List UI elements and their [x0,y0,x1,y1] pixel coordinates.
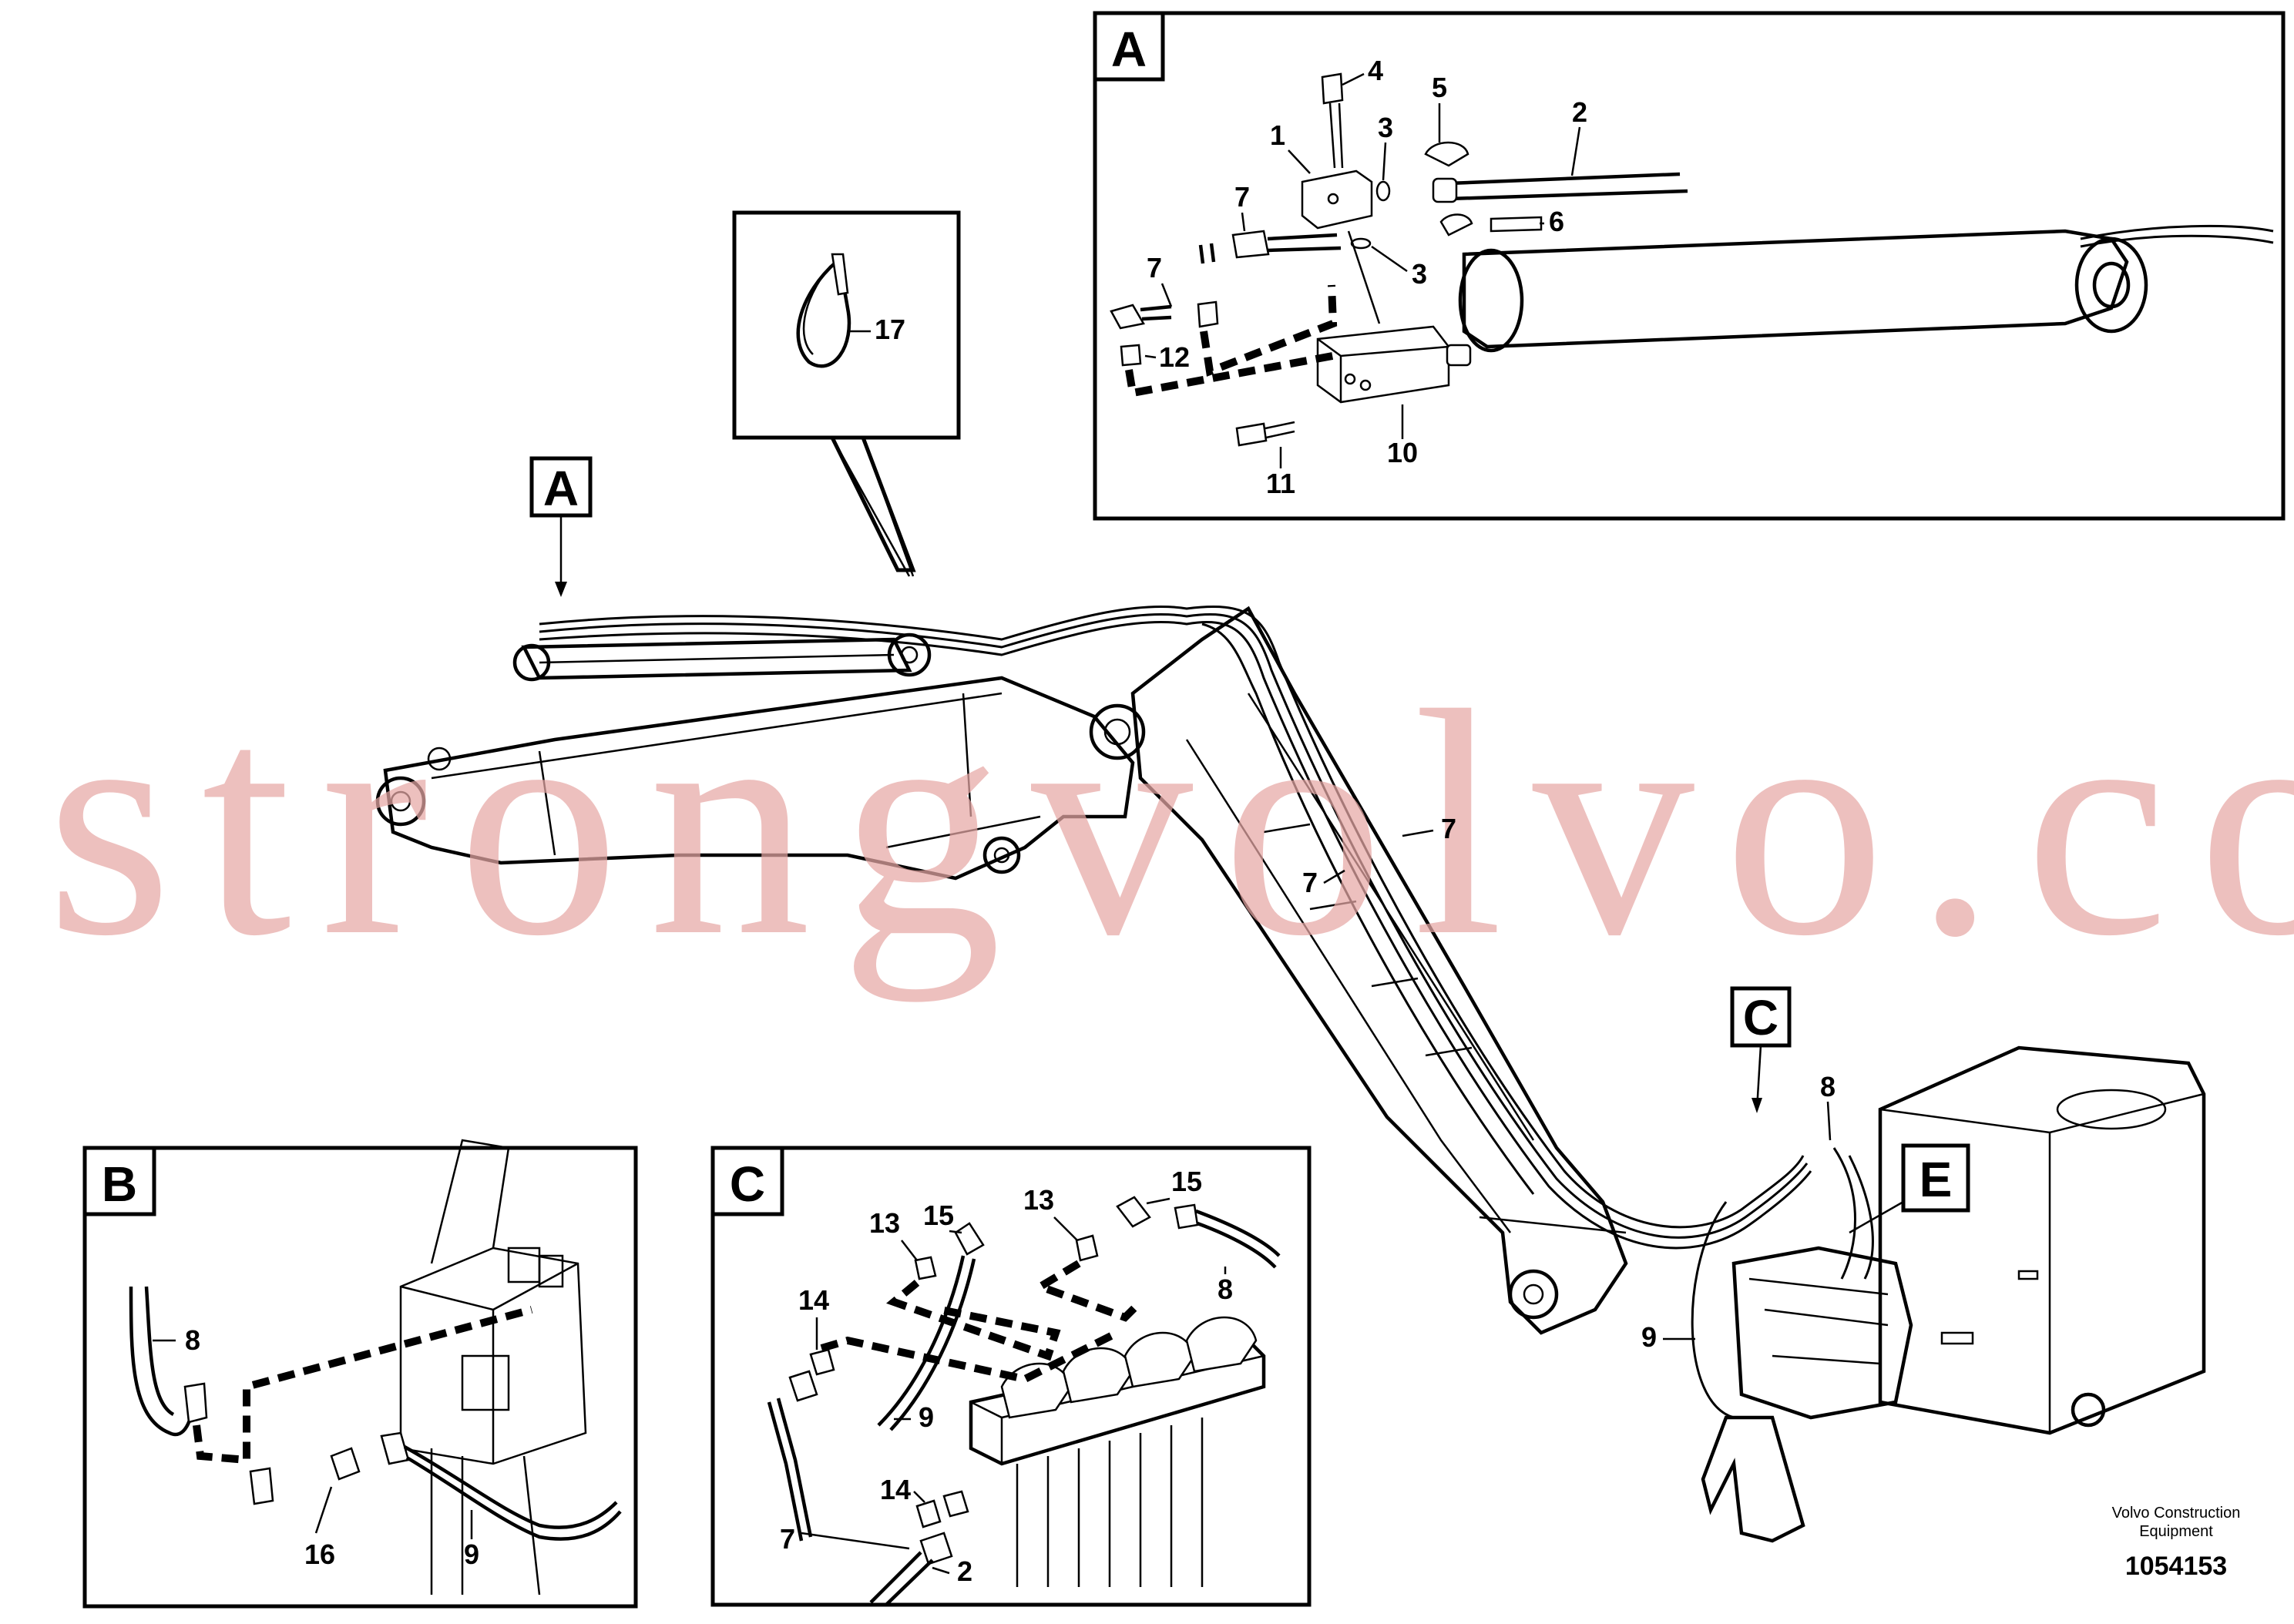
detail-B: B 8 16 9 [82,1139,638,1609]
adapter-16 [249,1467,274,1505]
item-label: 8 [185,1324,200,1356]
detail-17: 17 [732,210,961,577]
detail-B-tag [82,1146,156,1216]
callout-A-label: A [543,461,579,516]
arm-pivot [1089,703,1146,760]
item-label: 9 [464,1538,479,1570]
item-label: 14 [880,1474,911,1505]
callout-A: A [529,456,593,597]
item-label: 1 [1270,119,1285,151]
watermark: strongvolvo.com [46,644,2294,1003]
detail-C-tag [710,1146,784,1216]
item-label: 9 [919,1401,934,1433]
item-label: 10 [1387,437,1418,468]
detail-A-frame [1093,11,2286,521]
item-label: 7 [780,1523,795,1555]
valve-stand [1701,1415,1805,1543]
callout-E: E [1849,1143,1970,1234]
item-label: 8 [1820,1071,1836,1102]
credit-line-1: Volvo Construction [2112,1505,2241,1522]
detail-B-label: B [102,1156,137,1212]
detail-C: C [710,1146,1312,1607]
detail-C-label: C [730,1156,765,1212]
item-label: 16 [304,1538,335,1570]
callout-C-label: C [1743,990,1778,1045]
detail-A-tag [1093,11,1165,82]
item-label: 9 [1641,1321,1657,1353]
item-label: 7 [1441,813,1456,844]
item-label: 11 [1266,468,1295,499]
callout-E-label: E [1920,1152,1953,1207]
boom-foot-pin [1508,1269,1559,1320]
item-label: 13 [869,1207,900,1239]
hydraulic-tank [1878,1045,2206,1435]
arm-body [383,676,1135,881]
item-label: 15 [923,1200,954,1231]
item-label: 15 [1171,1166,1202,1197]
item-label: 6 [1549,206,1564,237]
item-label: 4 [1368,55,1383,86]
credit-line-2: Equipment [2139,1523,2213,1540]
item-label: 3 [1378,112,1393,143]
document-number: 1054153 [2125,1552,2227,1581]
item-label: 13 [1023,1184,1054,1216]
item-label: 17 [875,314,905,345]
item-label: 5 [1432,72,1447,103]
item-label: 8 [1218,1273,1233,1305]
item-label: 2 [957,1555,972,1587]
item-label: 7 [1234,181,1250,213]
callout-E-box [1901,1143,1970,1213]
arm-cylinder [521,637,912,680]
detail-A-label: A [1111,22,1147,77]
item-label: 7 [1147,252,1162,284]
item-label: 2 [1572,96,1587,128]
detail-A: A [1093,11,2286,521]
item-label: 7 [1302,867,1318,898]
control-valve-block [1731,1246,1913,1420]
detail-B-frame [82,1146,638,1609]
item-label: 3 [1412,258,1427,290]
bucket-pivot [375,776,426,827]
main-item-labels: 7 7 8 9 [1302,813,1836,1353]
callout-C: C [1730,986,1792,1113]
main-boom-assembly [375,605,2206,1543]
item-label: 14 [798,1284,829,1316]
detail-17-frame [732,210,961,440]
item-label: 12 [1159,341,1190,373]
